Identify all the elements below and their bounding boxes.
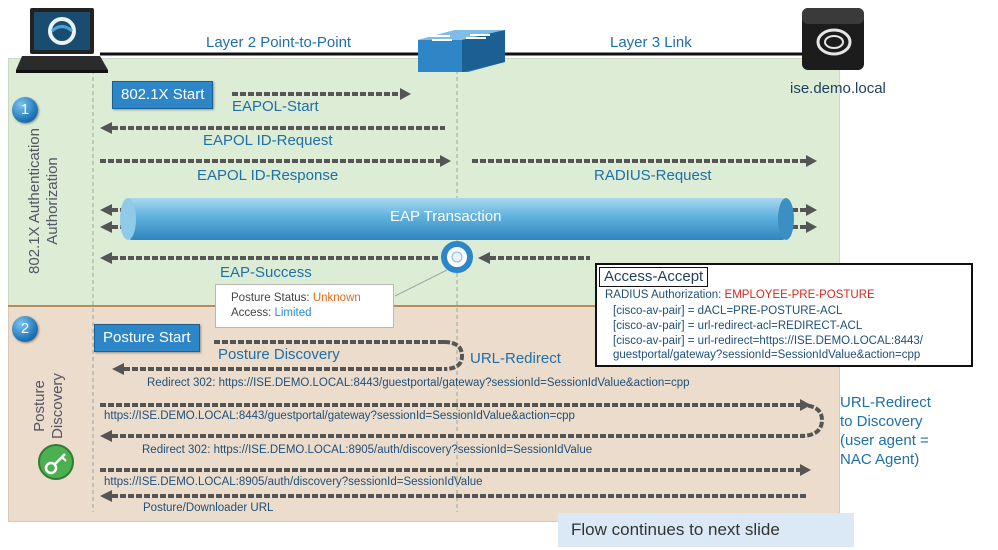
- posture-discovery-label: Posture Discovery: [218, 346, 340, 363]
- av-pair-url-redirect-cont: guestportal/gateway?sessionId=SessionIdV…: [613, 349, 921, 361]
- eapol-id-response-label: EAPOL ID-Response: [197, 167, 339, 184]
- posture-status-box: Posture Status: Unknown Access: Limited: [215, 284, 394, 328]
- av-pair-dacl: [cisco-av-pair] = dACL=PRE-POSTURE-ACL: [613, 305, 843, 317]
- eapol-start-label: EAPOL-Start: [232, 98, 319, 115]
- flow-continues-text: Flow continues to next slide: [571, 520, 780, 539]
- ise-server-icon: [802, 8, 864, 70]
- arrow-url-redirect-loop: [443, 340, 465, 371]
- eap-transaction-label: EAP Transaction: [390, 208, 502, 225]
- radius-request-label: RADIUS-Request: [594, 167, 712, 184]
- section-2-side-label: Posture Discovery: [31, 373, 66, 439]
- section-1-side-label: 802.1X Authentication Authorization: [26, 128, 61, 274]
- eap-transaction-tube: [128, 198, 786, 240]
- step-2-badge: 2: [12, 316, 38, 342]
- layer3-label: Layer 3 Link: [610, 34, 692, 51]
- arrow-eapol-id-request-head: [100, 122, 112, 134]
- access-value: Limited: [274, 307, 312, 319]
- arrow-eapol-start-head: [400, 88, 411, 100]
- laptop-icon: [16, 8, 108, 73]
- arrow-eapol-id-response-head: [440, 155, 451, 167]
- posture-start-label: Posture Start: [94, 324, 200, 352]
- section-divider: [8, 305, 840, 307]
- flow-continues-banner: Flow continues to next slide: [558, 513, 854, 547]
- arrow-radius-request-head: [806, 155, 817, 167]
- redirect-302-discovery-text: Redirect 302: https://ISE.DEMO.LOCAL:890…: [142, 444, 593, 456]
- layer2-label: Layer 2 Point-to-Point: [206, 34, 352, 51]
- eapol-id-request-label: EAPOL ID-Request: [203, 132, 333, 149]
- access-accept-title: Access-Accept: [599, 267, 709, 287]
- request-gateway-text: https://ISE.DEMO.LOCAL:8443/guestportal/…: [104, 410, 575, 422]
- av-pair-redirect-acl: [cisco-av-pair] = url-redirect-acl=REDIR…: [613, 320, 863, 332]
- radius-authorization-label: RADIUS Authorization:: [605, 289, 725, 301]
- access-label: Access:: [231, 307, 275, 319]
- posture-status-label: Posture Status:: [231, 292, 313, 304]
- switch-icon: [418, 30, 505, 72]
- redirect-302-gateway-text: Redirect 302: https://ISE.DEMO.LOCAL:844…: [147, 377, 690, 389]
- dot1x-start-label: 802.1X Start: [112, 81, 214, 109]
- arrow-redirect-loop-2: [799, 403, 825, 438]
- access-accept-box: Access-Accept RADIUS Authorization: EMPL…: [595, 263, 973, 367]
- posture-status-value: Unknown: [312, 292, 361, 304]
- url-redirect-side-note: URL-Redirect to Discovery (user agent = …: [840, 394, 931, 468]
- url-redirect-label: URL-Redirect: [470, 350, 561, 367]
- posture-key-icon: [38, 444, 74, 480]
- radius-authorization-value: EMPLOYEE-PRE-POSTURE: [724, 289, 875, 301]
- downloader-url-text: Posture/Downloader URL: [143, 502, 274, 514]
- eap-success-label: EAP-Success: [220, 264, 312, 281]
- step-1-badge: 1: [12, 97, 38, 123]
- av-pair-url-redirect: [cisco-av-pair] = url-redirect=https://I…: [613, 335, 923, 347]
- request-discovery-text: https://ISE.DEMO.LOCAL:8905/auth/discove…: [104, 476, 483, 488]
- server-label: ise.demo.local: [790, 80, 886, 97]
